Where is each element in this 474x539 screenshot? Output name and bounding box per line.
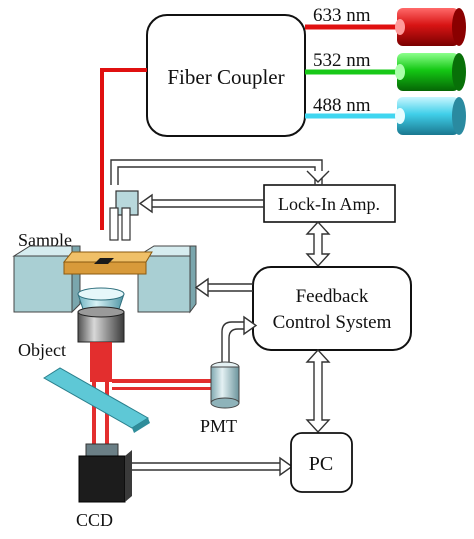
laser-488-label: 488 nm — [313, 95, 371, 116]
pmt-detector — [210, 361, 240, 409]
dichroic-mirror — [43, 367, 150, 433]
pmt-to-feedback-arrow — [221, 315, 258, 362]
pmt-label: PMT — [200, 416, 237, 436]
optical-beam — [90, 342, 216, 452]
lockin-to-fork-arrow — [138, 193, 264, 214]
feedback-control-box — [252, 266, 412, 351]
laser-green — [395, 53, 466, 91]
fiber-coupler-box — [146, 14, 306, 137]
fiber-coupler-label: Fiber Coupler — [167, 65, 284, 89]
ccd-camera — [78, 443, 132, 503]
laser-532-label: 532 nm — [313, 50, 371, 71]
ccd-label: CCD — [76, 510, 113, 530]
feedback-label-line2: Control System — [273, 312, 392, 333]
lockin-to-fork-top-arrow — [110, 159, 330, 185]
sample-plate — [62, 251, 153, 275]
sample-label: Sample — [18, 230, 72, 250]
laser-633-label: 633 nm — [313, 5, 371, 26]
pc-box — [290, 432, 353, 493]
laser-red — [395, 8, 466, 46]
pc-label: PC — [309, 453, 333, 475]
object-label: Object — [18, 340, 66, 360]
tuning-fork — [109, 190, 139, 241]
objective-lens — [77, 287, 125, 343]
probe-fiber — [100, 68, 147, 230]
lock-in-amp-label: Lock-In Amp. — [278, 194, 380, 214]
feedback-label-line1: Feedback — [296, 286, 369, 307]
lock-in-amp-box — [263, 184, 396, 223]
laser-cyan — [395, 97, 466, 135]
ccd-to-pc-arrow — [132, 456, 294, 477]
lockin-feedback-arrow — [305, 220, 331, 268]
feedback-pc-arrow — [305, 348, 331, 434]
feedback-to-stage-arrow — [194, 277, 253, 298]
